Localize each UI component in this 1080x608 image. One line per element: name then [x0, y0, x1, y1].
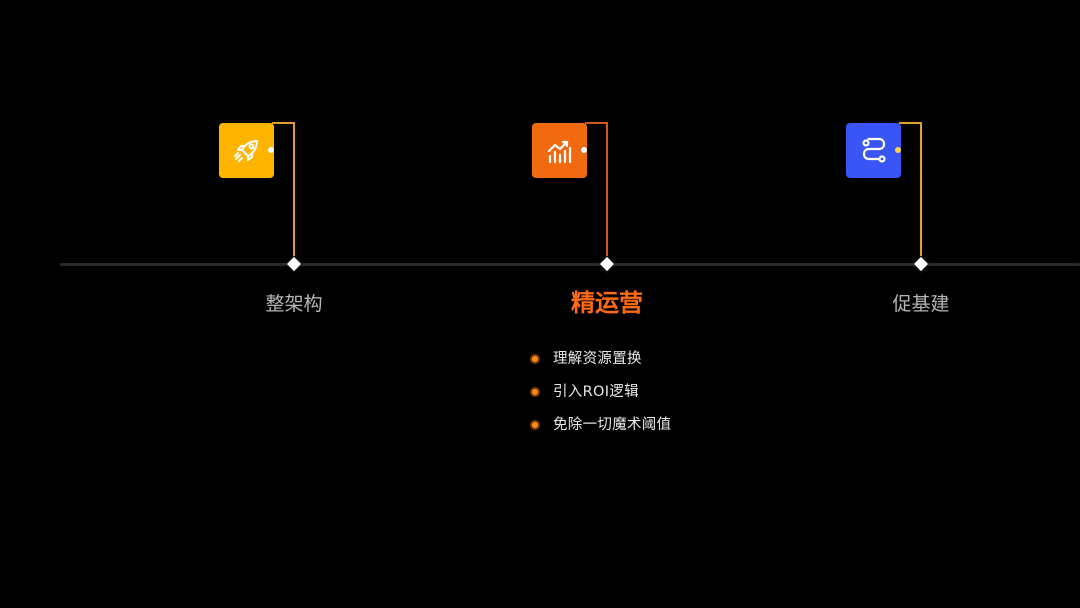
bullet-icon	[530, 420, 540, 430]
connector-line	[920, 122, 922, 264]
timeline-marker[interactable]	[912, 255, 930, 273]
list-item: 引入ROI逻辑	[530, 370, 790, 414]
route-path-icon	[861, 137, 886, 163]
bullet-list: 理解资源置换 引入ROI逻辑 免除一切魔术阈值	[530, 337, 790, 447]
connector-top	[899, 122, 921, 124]
connector-line	[606, 122, 608, 264]
timeline-marker[interactable]	[598, 255, 616, 273]
connector-top	[272, 122, 294, 124]
bullet-text: 免除一切魔术阈值	[553, 417, 672, 433]
list-item: 免除一切魔术阈值	[530, 403, 790, 447]
node-label: 整架构	[265, 293, 323, 315]
connector-line	[293, 122, 295, 264]
trend-chart-icon	[547, 140, 571, 163]
bullet-icon	[530, 354, 540, 364]
timeline-marker[interactable]	[285, 255, 303, 273]
bullet-text: 引入ROI逻辑	[553, 384, 639, 400]
list-item: 理解资源置换	[530, 337, 790, 381]
rocket-icon	[233, 139, 258, 162]
bullet-icon	[530, 387, 540, 397]
node-label: 促基建	[892, 293, 950, 315]
bullet-text: 理解资源置换	[553, 351, 642, 367]
connector-dot	[581, 147, 587, 153]
connector-dot	[895, 147, 901, 153]
node-label: 精运营	[571, 289, 643, 317]
timeline-line	[60, 263, 1080, 266]
connector-dot	[268, 147, 274, 153]
connector-top	[585, 122, 607, 124]
icon-tile[interactable]	[219, 123, 274, 178]
icon-tile[interactable]	[846, 123, 901, 178]
icon-tile[interactable]	[532, 123, 587, 178]
